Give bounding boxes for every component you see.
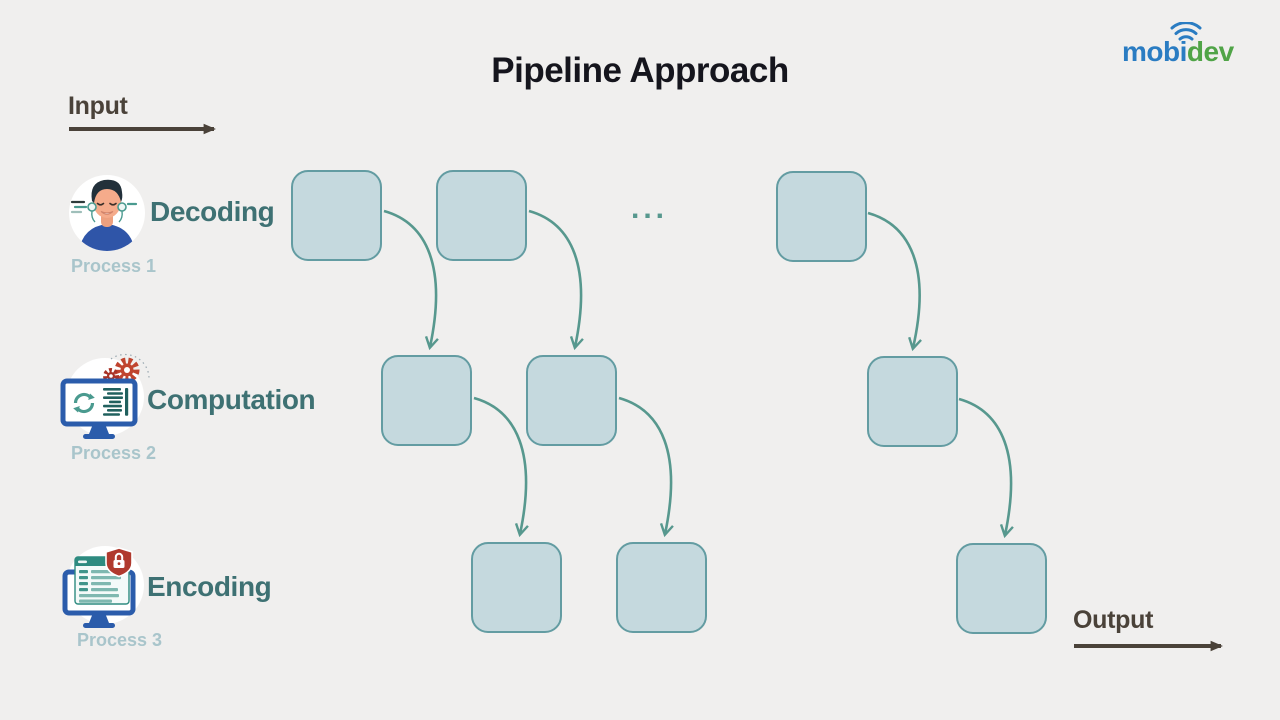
output-label: Output <box>1073 606 1154 634</box>
logo-text: mobidev <box>1122 36 1234 68</box>
pipeline-box-r2c3 <box>867 356 958 447</box>
computer-secure-window-icon <box>62 546 144 628</box>
wifi-signal-icon <box>1170 22 1202 41</box>
flow-arrow-r1c2-r2c2 <box>528 209 584 351</box>
logo-part-mobi: mobi <box>1122 36 1187 67</box>
computer-refresh-gears-icon <box>60 353 150 439</box>
process-label-computation: Computation <box>147 384 316 415</box>
pipeline-box-r3c2 <box>616 542 707 633</box>
ellipsis-dots: ... <box>631 192 669 225</box>
input-label: Input <box>68 92 128 120</box>
pipeline-box-r2c2 <box>526 355 617 446</box>
process-sublabel-3: Process 3 <box>77 630 163 650</box>
page-title: Pipeline Approach <box>491 51 789 90</box>
process-label-decoding: Decoding <box>150 196 275 227</box>
person-avatar-icon <box>69 175 145 251</box>
process-sublabel-1: Process 1 <box>71 256 157 276</box>
flow-arrow-r1c3-r2c3 <box>867 211 922 352</box>
mobidev-logo: mobidev <box>1122 22 1238 68</box>
flow-arrow-r2c3-r3c3 <box>958 397 1014 539</box>
flow-arrow-r2c2-r3c2 <box>618 396 674 538</box>
process-sublabel-2: Process 2 <box>71 443 157 463</box>
input-arrow-icon <box>69 123 216 135</box>
output-arrow-icon <box>1074 640 1223 652</box>
pipeline-box-r2c1 <box>381 355 472 446</box>
pipeline-box-r1c1 <box>291 170 382 261</box>
pipeline-box-r3c3 <box>956 543 1047 634</box>
pipeline-box-r3c1 <box>471 542 562 633</box>
pipeline-box-r1c3 <box>776 171 867 262</box>
flow-arrow-r1c1-r2c1 <box>383 209 439 351</box>
logo-part-dev: dev <box>1186 36 1234 67</box>
flow-arrow-r2c1-r3c1 <box>473 396 529 538</box>
process-label-encoding: Encoding <box>147 571 272 602</box>
pipeline-box-r1c2 <box>436 170 527 261</box>
